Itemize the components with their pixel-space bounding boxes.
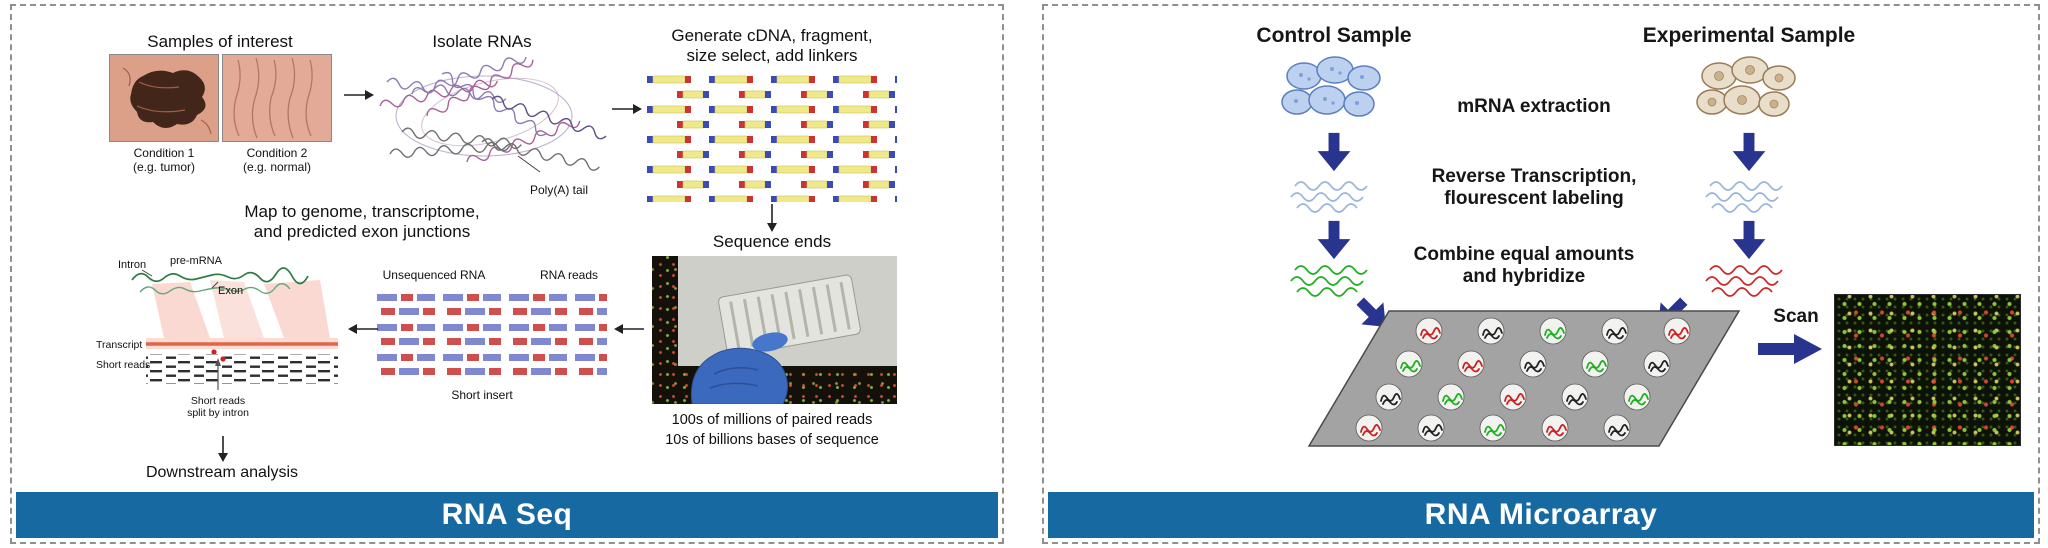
experimental-mrna-illustration xyxy=(1702,178,1797,216)
scan-arrow-icon xyxy=(1758,332,1822,366)
arrow-isolate-to-cdna-icon xyxy=(612,102,642,116)
arrow-cdna-to-sequence-icon xyxy=(765,204,779,232)
split-by-intron-label-line1: Short reads xyxy=(191,395,245,407)
pre-mrna-label: pre-mRNA xyxy=(170,255,223,267)
green-labeled-cdna-illustration xyxy=(1287,262,1382,300)
short-insert-label: Short insert xyxy=(451,388,513,402)
flow-cell-photo xyxy=(652,256,897,404)
sequencing-caption-line2: 10s of billions bases of sequence xyxy=(665,432,879,448)
microarray-scan-image xyxy=(1834,294,2021,446)
map-title-line1: Map to genome, transcriptome, xyxy=(244,202,480,221)
cdna-title: Generate cDNA, fragment, size select, ad… xyxy=(632,26,912,66)
isolate-rnas-title: Isolate RNAs xyxy=(432,32,532,51)
control-cells-illustration xyxy=(1269,52,1399,130)
control-mrna-illustration xyxy=(1287,178,1382,216)
condition1-line1: Condition 1 xyxy=(133,146,195,160)
arrow-reads-to-map-icon xyxy=(348,322,378,336)
rna-microarray-banner: RNA Microarray xyxy=(1048,492,2034,538)
combine-hybridize-label: Combine equal amounts and hybridize xyxy=(1394,244,1654,288)
tissue-image-normal xyxy=(222,54,332,142)
split-by-intron-label-line2: split by intron xyxy=(187,407,249,419)
cdna-fragments-illustration xyxy=(647,72,897,202)
sequencing-caption-line1: 100s of millions of paired reads xyxy=(671,412,873,428)
rna-reads-label: RNA reads xyxy=(539,268,599,282)
microarray-slide-illustration xyxy=(1294,306,1754,451)
experimental-labeling-arrow-icon xyxy=(1729,220,1769,260)
rna-microarray-panel: Control Sample Experimental Sample xyxy=(1042,4,2040,544)
map-title: Map to genome, transcriptome, and predic… xyxy=(202,202,522,242)
tissue-image-tumor xyxy=(109,54,219,142)
genome-mapping-illustration: Intron pre-mRNA Exon Transcript Short re… xyxy=(94,252,352,434)
downstream-analysis-label: Downstream analysis xyxy=(145,464,299,481)
rna-reads-illustration xyxy=(377,290,607,382)
control-extraction-arrow-icon xyxy=(1314,132,1354,172)
map-title-line2: and predicted exon junctions xyxy=(253,222,471,241)
intron-label: Intron xyxy=(118,259,146,271)
rna-tangle-illustration xyxy=(372,54,607,184)
exon-label: Exon xyxy=(218,285,243,297)
condition2-line2: (e.g. normal) xyxy=(242,160,312,174)
condition1-line2: (e.g. tumor) xyxy=(132,160,195,174)
condition2-line1: Condition 2 xyxy=(246,146,308,160)
samples-of-interest-title: Samples of interest xyxy=(147,32,293,51)
experimental-extraction-arrow-icon xyxy=(1729,132,1769,172)
red-labeled-cdna-illustration xyxy=(1702,262,1797,300)
control-sample-title: Control Sample xyxy=(1256,24,1412,47)
arrow-sequence-to-reads-icon xyxy=(614,322,644,336)
sequence-ends-title: Sequence ends xyxy=(712,232,832,251)
short-reads-label: Short reads xyxy=(96,359,150,371)
control-hybridize-arrow-icon xyxy=(1345,286,1400,341)
cdna-title-line1: Generate cDNA, fragment, xyxy=(671,26,873,45)
experimental-sample-title: Experimental Sample xyxy=(1642,24,1856,47)
rna-seq-panel: Samples of interest xyxy=(10,4,1004,544)
scan-label: Scan xyxy=(1773,306,1819,327)
rna-seq-banner: RNA Seq xyxy=(16,492,998,538)
combine-line1: Combine equal amounts xyxy=(1413,244,1635,265)
control-labeling-arrow-icon xyxy=(1314,220,1354,260)
cdna-title-line2: size select, add linkers xyxy=(686,46,858,65)
unsequenced-rna-label: Unsequenced RNA xyxy=(382,268,486,282)
mrna-extraction-label: mRNA extraction xyxy=(1457,96,1611,117)
combine-line2: and hybridize xyxy=(1462,266,1586,287)
experimental-cells-illustration xyxy=(1684,52,1814,130)
sequencing-caption: 100s of millions of paired reads 10s of … xyxy=(612,410,932,450)
arrow-samples-to-isolate-icon xyxy=(344,88,374,102)
reverse-transcription-label: Reverse Transcription, flourescent label… xyxy=(1399,166,1669,210)
reverse-transcription-line1: Reverse Transcription, xyxy=(1431,166,1637,187)
condition2-caption: Condition 2 (e.g. normal) xyxy=(222,146,332,174)
arrow-map-to-downstream-icon xyxy=(216,436,230,462)
polya-tail-label: Poly(A) tail xyxy=(529,183,588,197)
condition1-caption: Condition 1 (e.g. tumor) xyxy=(109,146,219,174)
reverse-transcription-line2: flourescent labeling xyxy=(1444,188,1624,209)
transcript-label: Transcript xyxy=(96,339,142,351)
